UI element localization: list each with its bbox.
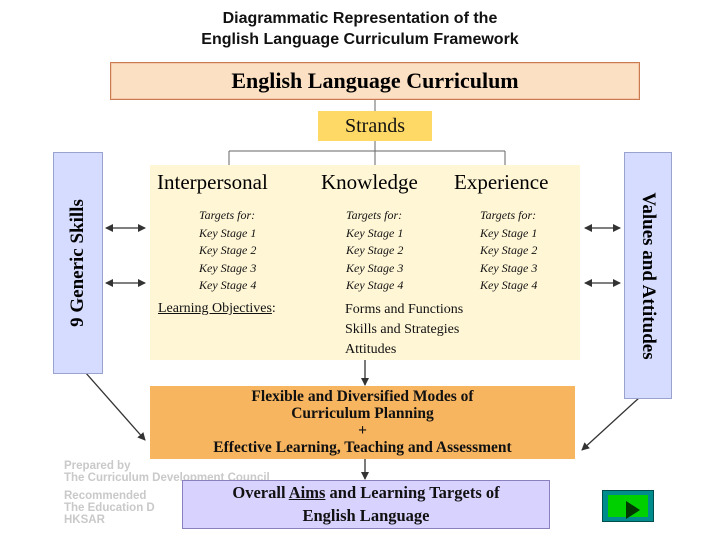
page-title: Diagrammatic Representation of the Engli… — [0, 8, 720, 50]
values-attitudes-label: Values and Attitudes — [638, 191, 659, 360]
key-stage-label: Key Stage 3 — [199, 260, 257, 275]
generic-skills-bar: 9 Generic Skills — [53, 152, 103, 374]
targets-heading: Targets for: — [199, 208, 256, 222]
learning-objectives-label: Learning Objectives — [158, 301, 272, 316]
aims-prefix: Overall — [232, 483, 286, 502]
key-stage-label: Key Stage 3 — [346, 260, 404, 275]
next-slide-button[interactable] — [602, 490, 654, 522]
key-stage-label: Key Stage 4 — [480, 278, 538, 292]
values-attitudes-bar: Values and Attitudes — [624, 152, 672, 399]
aims-box: Overall Aims and Learning Targets of Eng… — [182, 480, 550, 529]
title-line-2: English Language Curriculum Framework — [201, 31, 519, 48]
aims-line-1: Overall Aims and Learning Targets of — [183, 481, 549, 504]
planning-line-2: Curriculum Planning — [291, 405, 434, 422]
next-button-face[interactable] — [608, 495, 648, 519]
watermark-line: Recommended — [64, 490, 147, 502]
targets-heading: Targets for: — [346, 208, 403, 222]
watermark-text: Prepared by The Curriculum Development C… — [64, 460, 270, 526]
key-stage-label: Key Stage 1 — [346, 225, 404, 240]
aims-link[interactable]: Aims — [288, 483, 326, 502]
strand-experience: Experience — [454, 170, 549, 194]
aims-line-2: English Language — [302, 506, 430, 525]
list-item: Forms and Functions — [345, 302, 464, 317]
watermark-line: HKSAR — [64, 514, 105, 526]
title-line-1: Diagrammatic Representation of the — [222, 10, 498, 27]
key-stage-label: Key Stage 2 — [480, 243, 538, 257]
arrow-values-planning — [581, 396, 641, 451]
generic-skills-label: 9 Generic Skills — [67, 199, 88, 327]
targets-experience: Targets for: Key Stage 1 Key Stage 2 Key… — [480, 207, 537, 295]
planning-plus: + — [358, 422, 367, 439]
key-stage-label: Key Stage 4 — [199, 278, 257, 292]
watermark-line: Prepared by — [64, 460, 131, 472]
key-stage-label: Key Stage 3 — [480, 260, 538, 275]
planning-line-1: Flexible and Diversified Modes of — [251, 388, 474, 405]
planning-line-3: Effective Learning, Teaching and Assessm… — [213, 439, 512, 456]
list-item: Attitudes — [345, 342, 397, 357]
targets-interpersonal: Targets for: Key Stage 1 Key Stage 2 Key… — [199, 207, 256, 295]
play-triangle-icon — [626, 501, 640, 519]
learning-objectives-list: Forms and Functions Skills and Strategie… — [345, 300, 463, 360]
arrow-generic-planning — [84, 371, 146, 441]
targets-heading: Targets for: — [480, 208, 537, 222]
learning-objectives-colon: : — [271, 301, 276, 316]
learning-objectives-heading: Learning Objectives: — [158, 299, 276, 319]
list-item: Skills and Strategies — [345, 322, 460, 337]
curriculum-box: English Language Curriculum — [110, 62, 640, 100]
strands-panel — [150, 165, 580, 360]
aims-suffix: and Learning Targets of — [329, 483, 500, 502]
strands-box: Strands — [318, 111, 432, 141]
targets-knowledge: Targets for: Key Stage 1 Key Stage 2 Key… — [346, 207, 403, 295]
key-stage-label: Key Stage 1 — [199, 225, 257, 240]
watermark-line: The Education D — [64, 502, 155, 514]
key-stage-label: Key Stage 4 — [346, 278, 404, 292]
curriculum-planning-box: Flexible and Diversified Modes of Curric… — [150, 386, 575, 459]
key-stage-label: Key Stage 2 — [199, 243, 257, 257]
key-stage-label: Key Stage 2 — [346, 243, 404, 257]
strand-interpersonal: Interpersonal — [157, 170, 268, 194]
strand-knowledge: Knowledge — [321, 170, 418, 194]
key-stage-label: Key Stage 1 — [480, 225, 538, 240]
